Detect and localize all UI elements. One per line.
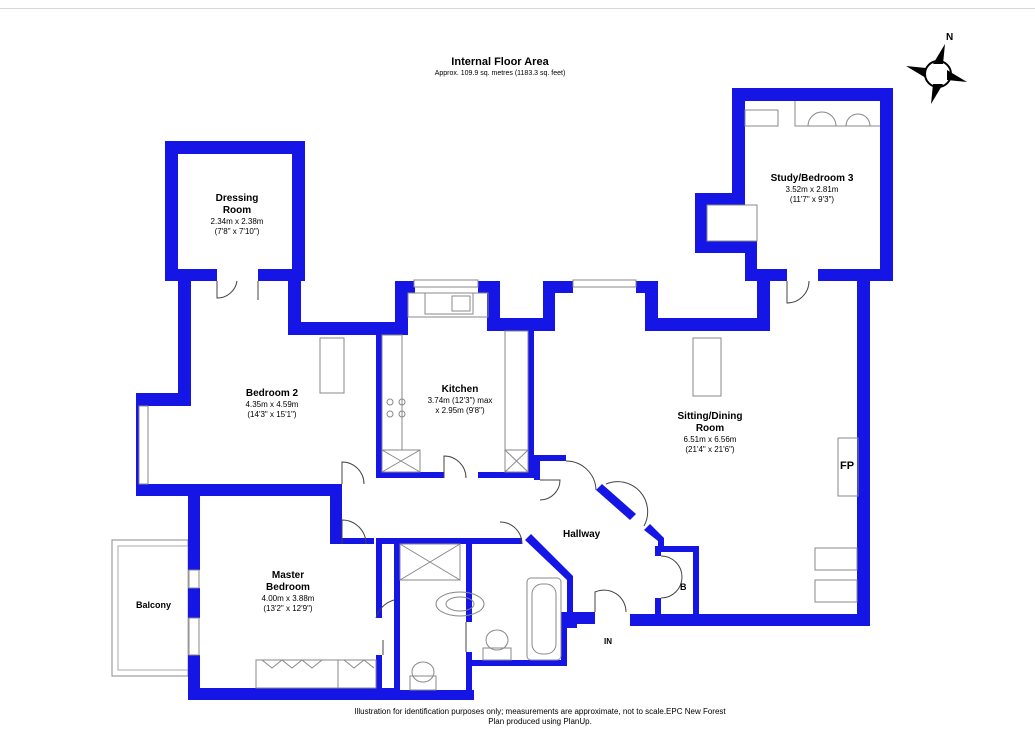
room-sitting-metric: 6.51m x 6.56m: [683, 435, 737, 444]
room-dressing-name: Dressing Room: [215, 193, 259, 216]
room-kitchen: Kitchen 3.74m (12'3") max x 2.95m (9'8"): [410, 384, 510, 416]
room-sitting-imperial: (21'4" x 21'6"): [685, 445, 735, 454]
room-study: Study/Bedroom 3 3.52m x 2.81m (11'7" x 9…: [757, 173, 867, 205]
room-dressing-imperial: (7'8" x 7'10"): [214, 227, 260, 236]
room-master-metric: 4.00m x 3.88m: [261, 594, 315, 603]
footer-line-2: Plan produced using PlanUp.: [488, 717, 592, 726]
label-hallway: Hallway: [563, 529, 601, 540]
room-master-imperial: (13'2" x 12'9"): [263, 604, 313, 613]
room-master-name: Master Bedroom: [266, 570, 310, 593]
room-kitchen-metric: 3.74m (12'3") max: [427, 396, 493, 405]
top-rule: [0, 8, 1035, 9]
room-bedroom2-metric: 4.35m x 4.59m: [245, 400, 299, 409]
room-dressing-metric: 2.34m x 2.38m: [210, 217, 264, 226]
label-balcony: Balcony: [136, 600, 172, 610]
room-master: Master Bedroom 4.00m x 3.88m (13'2" x 12…: [238, 570, 338, 614]
room-bedroom2: Bedroom 2 4.35m x 4.59m (14'3" x 15'1"): [222, 388, 322, 420]
room-bedroom2-name: Bedroom 2: [245, 388, 299, 399]
room-study-metric: 3.52m x 2.81m: [785, 185, 839, 194]
doors: [216, 280, 810, 655]
room-dressing: Dressing Room 2.34m x 2.38m (7'8" x 7'10…: [187, 193, 287, 237]
room-sitting: Sitting/Dining Room 6.51m x 6.56m (21'4"…: [655, 411, 765, 455]
plan-title: Internal Floor Area: [451, 56, 549, 68]
label-entrance: IN: [604, 637, 612, 646]
label-boiler: B: [680, 582, 687, 592]
fixtures: [255, 101, 880, 691]
label-fireplace: FP: [840, 460, 855, 472]
room-kitchen-imperial: x 2.95m (9'8"): [435, 406, 485, 415]
room-study-imperial: (11'7" x 9'3"): [789, 195, 835, 204]
plan-subtitle: Approx. 109.9 sq. metres (1183.3 sq. fee…: [434, 70, 566, 77]
compass-icon: N: [906, 32, 967, 104]
footer-disclaimer: Illustration for identification purposes…: [280, 707, 800, 727]
room-bedroom2-imperial: (14'3" x 15'1"): [247, 410, 297, 419]
compass-north-label: N: [946, 32, 953, 43]
walls: [136, 88, 893, 700]
room-study-name: Study/Bedroom 3: [770, 173, 854, 184]
room-kitchen-name: Kitchen: [441, 384, 479, 395]
windows: [138, 279, 637, 656]
room-sitting-name: Sitting/Dining Room: [677, 411, 743, 434]
footer-line-1: Illustration for identification purposes…: [354, 707, 726, 716]
